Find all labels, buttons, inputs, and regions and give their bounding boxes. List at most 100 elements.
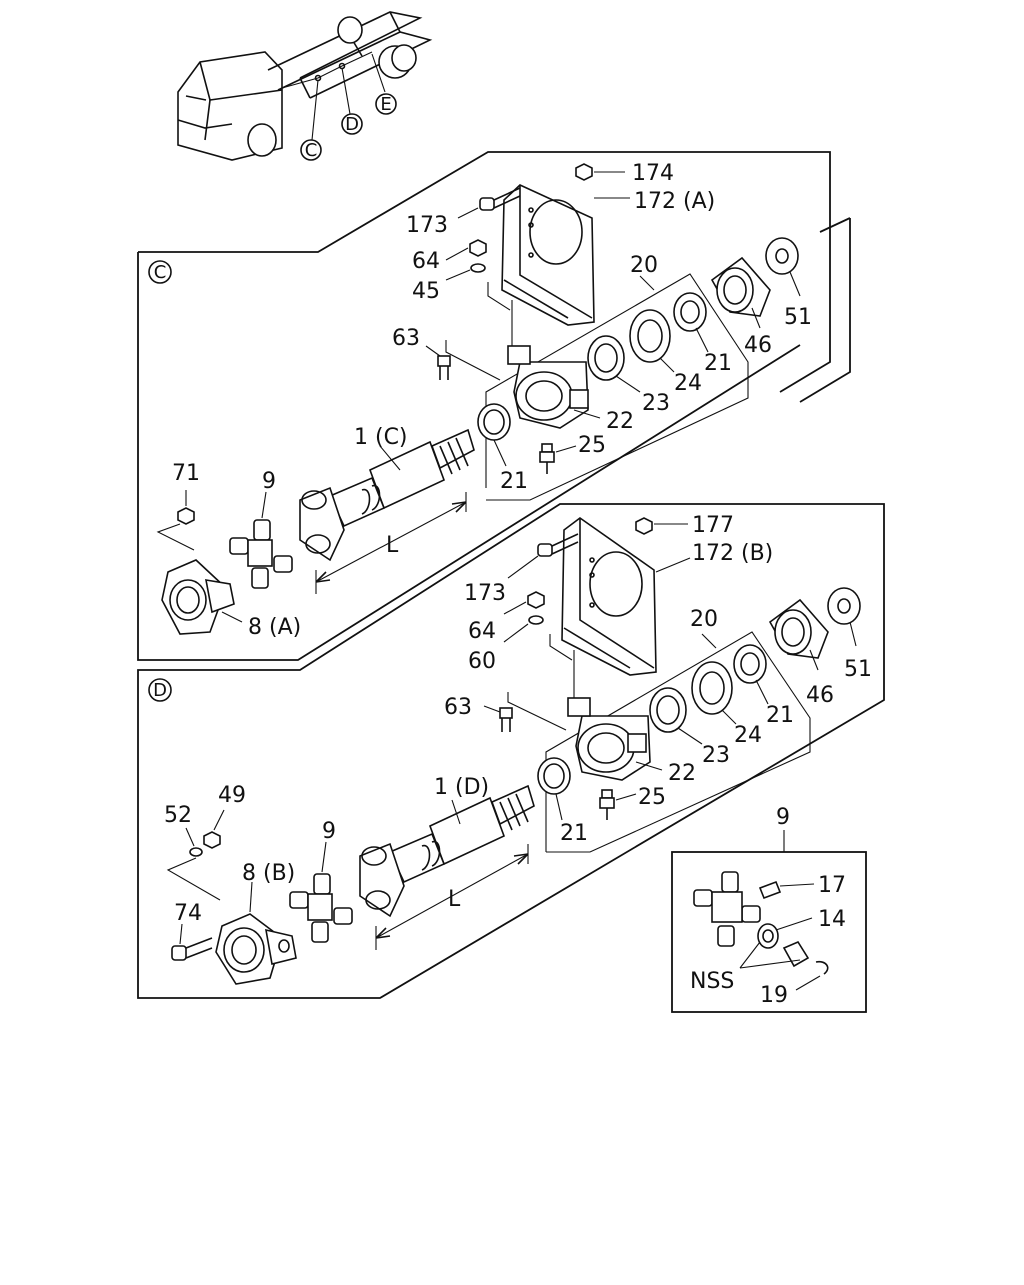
bolt-74 bbox=[171, 923, 213, 961]
bolt-63 bbox=[425, 345, 451, 380]
label-20-c: 20 bbox=[630, 253, 658, 278]
label-173-c: 173 bbox=[406, 213, 448, 238]
label-24-c: 24 bbox=[674, 371, 702, 396]
marker-e-circle bbox=[375, 93, 397, 115]
label-46-d: 46 bbox=[806, 683, 834, 708]
nut-64-d bbox=[527, 591, 545, 609]
label-71: 71 bbox=[172, 461, 200, 486]
bolt-173 bbox=[457, 187, 521, 219]
label-23-c: 23 bbox=[642, 391, 670, 416]
label-22-c: 22 bbox=[606, 409, 634, 434]
view-d-frame bbox=[137, 503, 885, 999]
length-dimension-l-d bbox=[375, 844, 529, 950]
label-17: 17 bbox=[818, 873, 846, 898]
flange-nut-51 bbox=[765, 237, 801, 297]
seal-21-upper-d bbox=[733, 644, 769, 705]
cushion-24-d bbox=[691, 661, 737, 725]
label-14: 14 bbox=[818, 907, 846, 932]
detail-9-title: 9 bbox=[776, 805, 790, 830]
seal-21-lower-d bbox=[537, 757, 571, 821]
truck-overview-illustration: C D E bbox=[177, 11, 433, 161]
cushion-24 bbox=[629, 309, 675, 373]
bearing-housing-22-d bbox=[567, 697, 663, 781]
label-l-c: L bbox=[386, 533, 399, 558]
label-63-d: 63 bbox=[444, 695, 472, 720]
label-9-d: 9 bbox=[322, 819, 336, 844]
bolt-173-d bbox=[507, 533, 579, 579]
washer-52 bbox=[189, 847, 203, 857]
label-21-lower-d: 21 bbox=[560, 821, 588, 846]
label-21-upper-d: 21 bbox=[766, 703, 794, 728]
center-bearing-group-20 bbox=[485, 273, 749, 501]
label-19: 19 bbox=[760, 983, 788, 1008]
label-24-d: 24 bbox=[734, 723, 762, 748]
label-22-d: 22 bbox=[668, 761, 696, 786]
nut-71 bbox=[177, 507, 195, 525]
bearing-23-d bbox=[649, 687, 703, 745]
view-c-tag: C bbox=[154, 262, 167, 283]
universal-joint-9-d bbox=[289, 841, 353, 943]
label-172a: 172 (A) bbox=[634, 189, 715, 214]
nut-49 bbox=[203, 831, 221, 849]
bolt-63-d bbox=[483, 705, 513, 732]
universal-joint-9-c bbox=[229, 491, 293, 589]
label-74: 74 bbox=[174, 901, 202, 926]
label-52: 52 bbox=[164, 803, 192, 828]
label-51-d: 51 bbox=[844, 657, 872, 682]
bearing-23 bbox=[587, 335, 641, 393]
label-23-d: 23 bbox=[702, 743, 730, 768]
marker-c: C bbox=[305, 140, 318, 161]
nut-174 bbox=[575, 163, 593, 181]
label-l-d: L bbox=[448, 887, 461, 912]
view-c-frame bbox=[137, 151, 831, 661]
flange-yoke-8a bbox=[161, 559, 243, 635]
detail-universal-joint-9: 9 17 14 NSS 19 bbox=[671, 805, 867, 1013]
flange-nut-51-d bbox=[827, 587, 861, 647]
label-9-c: 9 bbox=[262, 469, 276, 494]
label-64-c: 64 bbox=[412, 249, 440, 274]
label-8b: 8 (B) bbox=[242, 861, 295, 886]
label-172b: 172 (B) bbox=[692, 541, 773, 566]
nut-64 bbox=[469, 239, 487, 257]
label-51-c: 51 bbox=[784, 305, 812, 330]
label-21-upper-c: 21 bbox=[704, 351, 732, 376]
grease-nipple-25 bbox=[539, 443, 577, 474]
marker-d: D bbox=[345, 114, 359, 135]
label-173-d: 173 bbox=[464, 581, 506, 606]
bracket-172b bbox=[549, 517, 657, 700]
label-63-c: 63 bbox=[392, 326, 420, 351]
label-1c: 1 (C) bbox=[354, 425, 408, 450]
length-dimension-l-c bbox=[315, 492, 467, 594]
center-bearing-group-20-d bbox=[545, 631, 811, 853]
marker-e: E bbox=[380, 94, 391, 115]
label-20-d: 20 bbox=[690, 607, 718, 632]
detail-9-frame bbox=[671, 851, 867, 1013]
label-60: 60 bbox=[468, 649, 496, 674]
flange-yoke-8b bbox=[215, 881, 297, 985]
view-c-exploded-section: C bbox=[137, 151, 851, 661]
label-1d: 1 (D) bbox=[434, 775, 489, 800]
propeller-shaft-1c bbox=[299, 428, 475, 562]
label-25-d: 25 bbox=[638, 785, 666, 810]
label-64-d: 64 bbox=[468, 619, 496, 644]
label-8a: 8 (A) bbox=[248, 615, 301, 640]
flange-46 bbox=[710, 256, 771, 329]
label-49: 49 bbox=[218, 783, 246, 808]
view-d-tag: D bbox=[153, 680, 167, 701]
label-177: 177 bbox=[692, 513, 734, 538]
grease-nipple-25-d bbox=[599, 789, 637, 820]
label-45: 45 bbox=[412, 279, 440, 304]
seal-21-upper bbox=[673, 292, 709, 353]
label-174: 174 bbox=[632, 161, 674, 186]
seal-21-lower bbox=[477, 403, 511, 467]
bearing-housing-22 bbox=[507, 345, 601, 429]
marker-d-circle bbox=[341, 113, 363, 135]
washer-45 bbox=[470, 263, 486, 273]
bracket-172a bbox=[487, 184, 595, 360]
marker-c-circle bbox=[300, 139, 322, 161]
label-nss: NSS bbox=[690, 969, 734, 994]
nut-177 bbox=[635, 517, 653, 535]
label-46-c: 46 bbox=[744, 333, 772, 358]
